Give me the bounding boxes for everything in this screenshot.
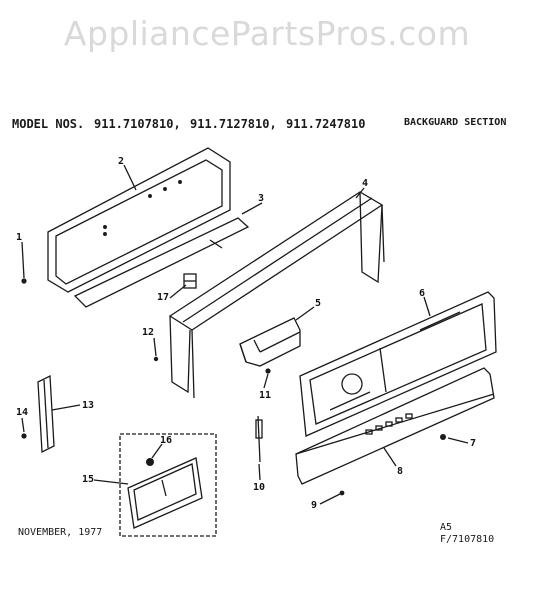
section-title: BACKGUARD SECTION xyxy=(404,117,507,128)
callout-11: 11 xyxy=(259,390,271,401)
part-17-bracket xyxy=(183,273,197,289)
part-10-rod xyxy=(255,415,263,463)
model-number-3: 911.7247810 xyxy=(286,117,366,131)
callout-7: 7 xyxy=(470,438,476,449)
callout-10: 10 xyxy=(253,482,265,493)
callout-3: 3 xyxy=(258,193,264,204)
callout-4: 4 xyxy=(362,178,368,189)
part-13-side-bracket xyxy=(37,374,55,454)
model-number-2: 911.7127810, xyxy=(190,117,277,131)
footer-code-f: F/7107810 xyxy=(440,534,495,545)
callout-15: 15 xyxy=(82,474,94,485)
callout-1: 1 xyxy=(16,232,22,243)
part-8-trim xyxy=(295,367,495,485)
part-5-housing xyxy=(239,317,301,367)
callout-12: 12 xyxy=(142,327,154,338)
callout-13: 13 xyxy=(82,400,94,411)
callout-14: 14 xyxy=(16,407,28,418)
part-6-glass-panel xyxy=(299,291,497,437)
footer-code-a5: A5 xyxy=(440,522,453,533)
callout-6: 6 xyxy=(419,288,425,299)
callout-16: 16 xyxy=(160,435,172,446)
callout-9: 9 xyxy=(311,500,317,511)
model-number-1: 911.7107810, xyxy=(94,117,181,131)
callout-2: 2 xyxy=(118,156,124,167)
watermark: AppliancePartsPros.com xyxy=(63,14,471,53)
part-4-backguard xyxy=(168,191,385,399)
callout-5: 5 xyxy=(315,298,321,309)
part-2-rear-panel xyxy=(47,147,231,293)
callout-8: 8 xyxy=(397,466,403,477)
model-label: MODEL NOS. xyxy=(12,117,85,131)
footer-date: NOVEMBER, 1977 xyxy=(18,527,103,538)
callout-17: 17 xyxy=(157,292,169,303)
part-3-insulation-strip xyxy=(73,217,250,308)
part-15-window-assembly xyxy=(119,433,217,537)
